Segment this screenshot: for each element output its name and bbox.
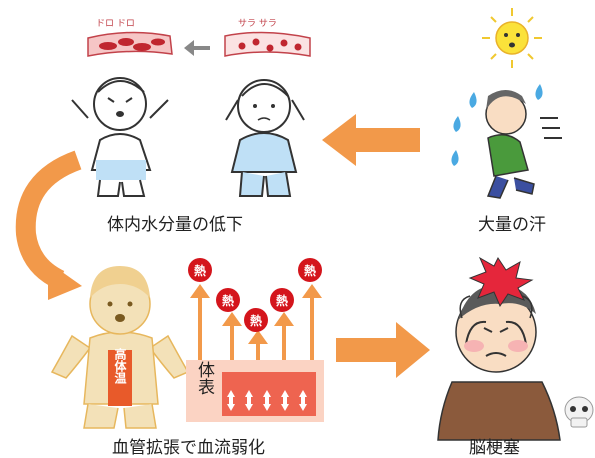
thin-blood-label: サラ サラ	[238, 18, 277, 29]
heat-arrowheads	[190, 284, 322, 344]
stroke-label: 脳梗塞	[469, 438, 520, 458]
high-temp-badge: 高体温	[113, 347, 127, 385]
heat-badge: 熱	[270, 288, 294, 312]
heat-badge: 熱	[216, 288, 240, 312]
body-surface-label: 体表	[194, 361, 215, 395]
arrow-curved-down-head	[48, 262, 82, 300]
heat-badge: 熱	[188, 258, 212, 282]
arrow-left-small	[184, 40, 210, 56]
svg-text:熱: 熱	[304, 263, 316, 278]
thick-blood-label: ドロ ドロ	[96, 19, 135, 29]
dehydrated-person-right	[225, 79, 305, 197]
heat-badge: 熱	[244, 308, 268, 332]
dehydration-label: 体内水分量の低下	[107, 215, 243, 235]
skull-icon	[564, 396, 594, 428]
thin-blood-vessel	[224, 31, 311, 57]
sweat-label: 大量の汗	[478, 215, 546, 235]
sweating-person	[451, 84, 562, 199]
pain-burst-icon	[468, 256, 534, 308]
arrow-right-large	[336, 322, 430, 378]
svg-text:熱: 熱	[276, 293, 288, 308]
thick-blood-vessel	[87, 31, 173, 57]
body-surface-box	[186, 360, 324, 422]
svg-text:熱: 熱	[194, 263, 206, 278]
arrow-curved-down	[15, 150, 82, 290]
high-temperature-person	[50, 266, 190, 429]
dehydrated-person-left	[71, 77, 169, 197]
svg-text:熱: 熱	[222, 293, 234, 308]
heat-badge: 熱	[298, 258, 322, 282]
arrow-left-large	[322, 114, 420, 166]
sun-icon	[482, 8, 542, 68]
svg-text:熱: 熱	[250, 313, 262, 328]
stroke-person	[437, 285, 561, 441]
vasodilation-label: 血管拡張で血流弱化	[112, 438, 265, 458]
